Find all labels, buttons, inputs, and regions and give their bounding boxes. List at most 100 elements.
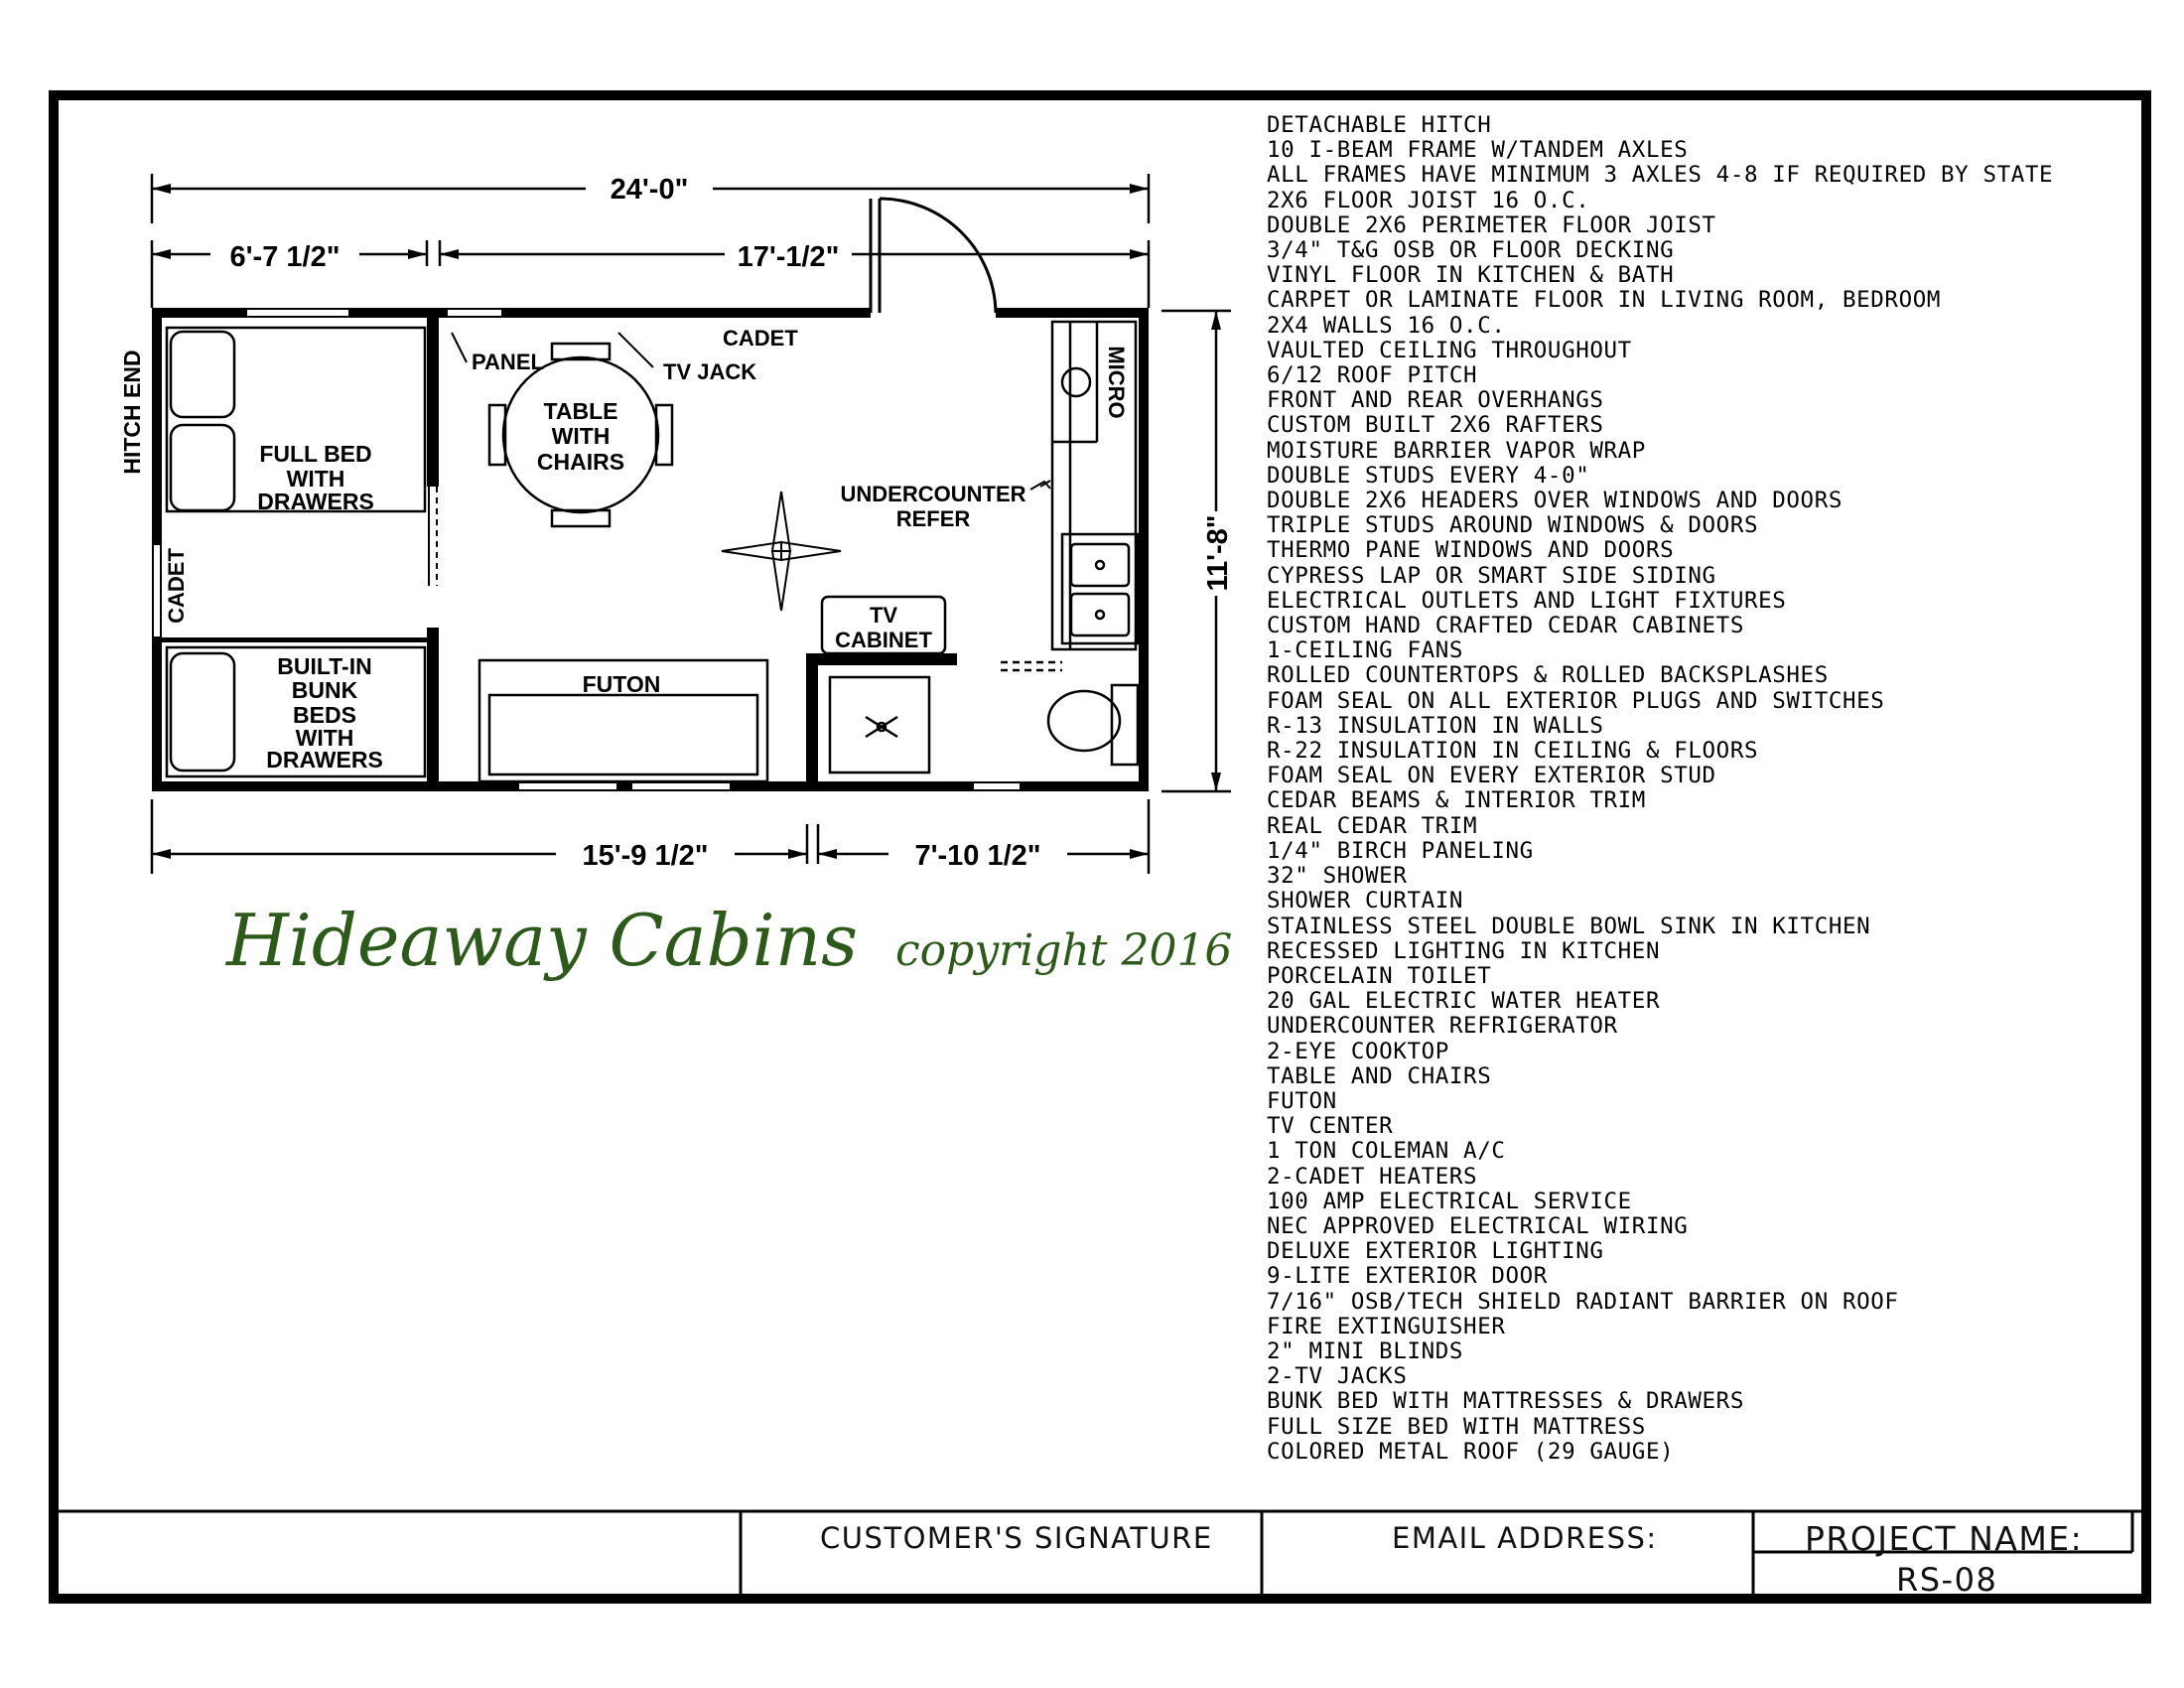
- label-full-bed-2: WITH: [287, 466, 345, 492]
- futon: [478, 658, 769, 783]
- spec-item: 9-LITE EXTERIOR DOOR: [1267, 1263, 1548, 1290]
- brand-name: Hideaway Cabins: [226, 899, 859, 982]
- project-name-value: RS-08: [1896, 1561, 1998, 1599]
- spec-item: ELECTRICAL OUTLETS AND LIGHT FIXTURES: [1267, 587, 1787, 614]
- label-full-bed-1: FULL BED: [259, 441, 371, 467]
- ceiling-fan: [721, 491, 842, 612]
- water-heater-line: [1001, 660, 1062, 672]
- spec-item: FUTON: [1267, 1087, 1337, 1114]
- tv-cabinet: [820, 595, 947, 655]
- label-micro: MICRO: [1104, 346, 1129, 418]
- dim-right-section: 17'-1/2": [738, 241, 840, 273]
- label-bunk-5: DRAWERS: [266, 747, 383, 773]
- spec-item: VINYL FLOOR IN KITCHEN & BATH: [1267, 262, 1675, 289]
- label-table-1: TABLE: [544, 398, 618, 424]
- dim-overall-width: 24'-0": [611, 174, 689, 206]
- spec-item: MOISTURE BARRIER VAPOR WRAP: [1267, 437, 1646, 464]
- spec-item: 1-CEILING FANS: [1267, 637, 1464, 664]
- spec-item: DETACHABLE HITCH: [1267, 112, 1492, 138]
- spec-item: STAINLESS STEEL DOUBLE BOWL SINK IN KITC…: [1267, 913, 1871, 939]
- kitchen-counter: [1050, 320, 1138, 651]
- label-hitch-end: HITCH END: [119, 350, 145, 474]
- spec-item: ROLLED COUNTERTOPS & ROLLED BACKSPLASHES: [1267, 662, 1829, 689]
- spec-item: RECESSED LIGHTING IN KITCHEN: [1267, 937, 1661, 964]
- spec-item: 2X6 FLOOR JOIST 16 O.C.: [1267, 187, 1590, 213]
- project-name-label: PROJECT NAME:: [1805, 1519, 2084, 1558]
- label-bunk-4: WITH: [296, 725, 354, 751]
- spec-item: COLORED METAL ROOF (29 GAUGE): [1267, 1438, 1675, 1465]
- spec-item: CUSTOM HAND CRAFTED CEDAR CABINETS: [1267, 613, 1744, 639]
- label-futon: FUTON: [583, 671, 661, 697]
- spec-item: SHOWER CURTAIN: [1267, 888, 1464, 914]
- bunk-bed: [165, 645, 427, 778]
- label-tv-cabinet-2: CABINET: [835, 628, 932, 652]
- dim-left-section: 6'-7 1/2": [230, 241, 341, 273]
- table-with-chairs: [487, 342, 674, 528]
- shower: [828, 675, 931, 774]
- kitchen-sink: [1060, 532, 1140, 645]
- spec-item: 10 I-BEAM FRAME W/TANDEM AXLES: [1267, 137, 1689, 164]
- spec-item: 2" MINI BLINDS: [1267, 1337, 1464, 1364]
- spec-item: CARPET OR LAMINATE FLOOR IN LIVING ROOM,…: [1267, 287, 1942, 314]
- spec-item: PORCELAIN TOILET: [1267, 962, 1492, 989]
- spec-item: 6/12 ROOF PITCH: [1267, 362, 1478, 389]
- spec-item: NEC APPROVED ELECTRICAL WIRING: [1267, 1212, 1689, 1239]
- label-table-3: CHAIRS: [537, 449, 624, 475]
- spec-item: 2-CADET HEATERS: [1267, 1163, 1478, 1190]
- spec-item: 2-EYE COOKTOP: [1267, 1038, 1449, 1064]
- customer-signature-label: CUSTOMER'S SIGNATURE: [820, 1521, 1213, 1555]
- dimension-lines: [150, 174, 1231, 874]
- brand-watermark: Hideaway Cabins copyright 2016: [226, 899, 1232, 982]
- label-refer-1: UNDERCOUNTER: [841, 482, 1026, 506]
- spec-item: CUSTOM BUILT 2X6 RAFTERS: [1267, 412, 1604, 439]
- label-tv-cabinet-1: TV: [870, 603, 897, 628]
- spec-item: FOAM SEAL ON EVERY EXTERIOR STUD: [1267, 763, 1716, 789]
- spec-item: UNDERCOUNTER REFRIGERATOR: [1267, 1013, 1618, 1040]
- dim-bottom-left: 15'-9 1/2": [582, 840, 708, 872]
- spec-item: 2X4 WALLS 16 O.C.: [1267, 312, 1506, 339]
- label-cadet-side: CADET: [164, 548, 189, 624]
- spec-item: TV CENTER: [1267, 1113, 1394, 1140]
- spec-item: DOUBLE STUDS EVERY 4-0": [1267, 462, 1590, 489]
- label-table-2: WITH: [552, 423, 611, 449]
- spec-item: FRONT AND REAR OVERHANGS: [1267, 387, 1604, 414]
- spec-item: VAULTED CEILING THROUGHOUT: [1267, 337, 1632, 363]
- spec-item: FOAM SEAL ON ALL EXTERIOR PLUGS AND SWIT…: [1267, 687, 1885, 714]
- spec-item: 2-TV JACKS: [1267, 1363, 1408, 1390]
- label-panel: PANEL: [472, 350, 544, 374]
- label-bunk-2: BUNK: [292, 677, 358, 703]
- spec-item: TRIPLE STUDS AROUND WINDOWS & DOORS: [1267, 512, 1759, 539]
- brand-copyright: copyright 2016: [895, 925, 1233, 976]
- toilet: [1046, 683, 1140, 767]
- spec-item: 100 AMP ELECTRICAL SERVICE: [1267, 1188, 1632, 1214]
- spec-item: 7/16" OSB/TECH SHIELD RADIANT BARRIER ON…: [1267, 1288, 1899, 1315]
- spec-item: BUNK BED WITH MATTRESSES & DRAWERS: [1267, 1388, 1744, 1415]
- spec-item: CEDAR BEAMS & INTERIOR TRIM: [1267, 787, 1646, 814]
- label-bunk-3: BEDS: [293, 702, 356, 728]
- spec-item: REAL CEDAR TRIM: [1267, 812, 1478, 839]
- label-refer-2: REFER: [896, 506, 971, 531]
- spec-item: FULL SIZE BED WITH MATTRESS: [1267, 1413, 1646, 1440]
- spec-item: R-22 INSULATION IN CEILING & FLOORS: [1267, 738, 1759, 765]
- leader-lines: [451, 332, 1051, 491]
- spec-item: FIRE EXTINGUISHER: [1267, 1313, 1506, 1339]
- title-block-lines: [59, 1509, 2141, 1594]
- spec-item: ALL FRAMES HAVE MINIMUM 3 AXLES 4-8 IF R…: [1267, 162, 2054, 189]
- full-bed: [165, 326, 427, 513]
- spec-item: DOUBLE 2X6 PERIMETER FLOOR JOIST: [1267, 211, 1716, 238]
- dim-depth: 11'-8": [1202, 514, 1234, 591]
- spec-item: CYPRESS LAP OR SMART SIDE SIDING: [1267, 562, 1716, 589]
- label-cadet-top: CADET: [723, 326, 798, 351]
- sheet-border: [49, 90, 2151, 1604]
- spec-item: 32" SHOWER: [1267, 863, 1408, 890]
- spec-item: THERMO PANE WINDOWS AND DOORS: [1267, 537, 1675, 564]
- spec-item: R-13 INSULATION IN WALLS: [1267, 712, 1604, 739]
- windows: [152, 308, 1022, 791]
- entry-door: [869, 197, 1139, 318]
- spec-item: DOUBLE 2X6 HEADERS OVER WINDOWS AND DOOR…: [1267, 488, 1843, 514]
- spec-item: DELUXE EXTERIOR LIGHTING: [1267, 1238, 1604, 1265]
- email-address-label: EMAIL ADDRESS:: [1392, 1521, 1658, 1555]
- spec-item: 3/4" T&G OSB OR FLOOR DECKING: [1267, 237, 1675, 264]
